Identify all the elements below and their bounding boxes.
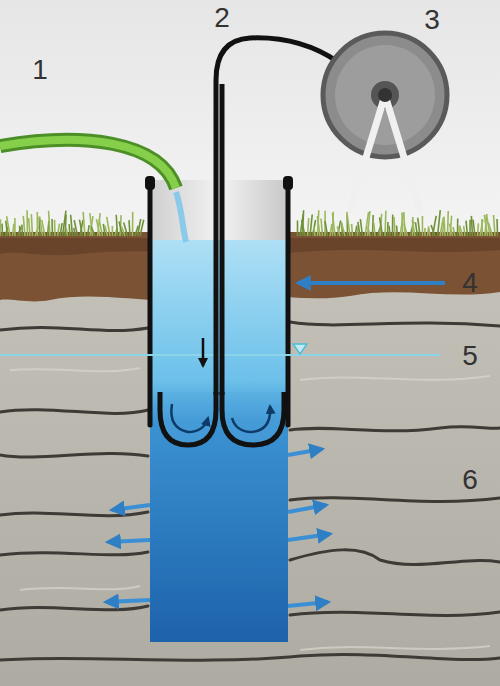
- callout-number: 3: [424, 6, 440, 34]
- callout-number: 5: [462, 342, 478, 370]
- callout-number: 2: [214, 4, 230, 32]
- callout-number: 1: [32, 56, 48, 84]
- callout-number: 4: [462, 269, 478, 297]
- callout-number: 6: [462, 466, 478, 494]
